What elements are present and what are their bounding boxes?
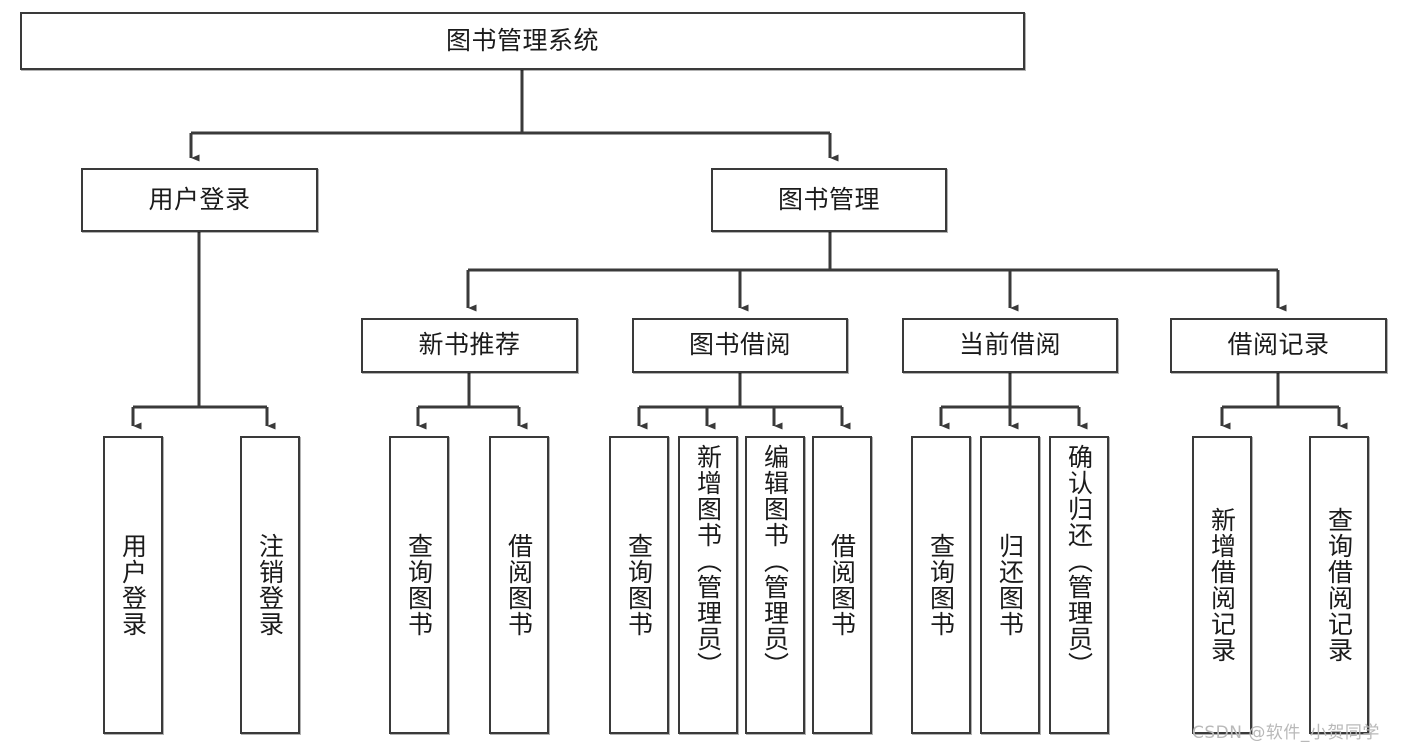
node-user-login[interactable]: 用户登录 (81, 168, 318, 232)
node-leaf-logout-label: 注销登录 (255, 533, 285, 637)
node-leaf-borrow-book-1-label: 借阅图书 (504, 533, 534, 637)
node-leaf-user-login-label: 用户登录 (118, 533, 148, 637)
node-leaf-user-login[interactable]: 用户登录 (103, 436, 163, 734)
node-leaf-query-record[interactable]: 查询借阅记录 (1309, 436, 1369, 734)
node-leaf-add-record[interactable]: 新增借阅记录 (1192, 436, 1252, 734)
node-leaf-borrow-book-2[interactable]: 借阅图书 (812, 436, 872, 734)
node-leaf-borrow-book-2-label: 借阅图书 (827, 533, 857, 637)
node-root-label: 图书管理系统 (445, 25, 599, 55)
node-current-borrow-label: 当前借阅 (958, 330, 1061, 360)
node-leaf-add-book-label: 新增图书（管理员） (693, 444, 723, 678)
node-leaf-query-book-3-label: 查询图书 (926, 533, 956, 637)
node-leaf-logout[interactable]: 注销登录 (240, 436, 300, 734)
node-root[interactable]: 图书管理系统 (20, 12, 1025, 70)
node-borrow-record[interactable]: 借阅记录 (1170, 318, 1387, 373)
node-leaf-edit-book[interactable]: 编辑图书（管理员） (745, 436, 805, 734)
node-leaf-add-book[interactable]: 新增图书（管理员） (678, 436, 738, 734)
node-book-borrow-label: 图书借阅 (688, 330, 791, 360)
node-leaf-borrow-book-1[interactable]: 借阅图书 (489, 436, 549, 734)
node-leaf-add-record-label: 新增借阅记录 (1207, 507, 1237, 663)
node-leaf-confirm-return-label: 确认归还（管理员） (1064, 444, 1094, 678)
node-current-borrow[interactable]: 当前借阅 (902, 318, 1118, 373)
node-leaf-query-book-2-label: 查询图书 (624, 533, 654, 637)
node-leaf-query-record-label: 查询借阅记录 (1324, 507, 1354, 663)
node-leaf-edit-book-label: 编辑图书（管理员） (760, 444, 790, 678)
node-leaf-query-book-3[interactable]: 查询图书 (911, 436, 971, 734)
node-book-manage-label: 图书管理 (777, 184, 880, 214)
node-leaf-query-book-2[interactable]: 查询图书 (609, 436, 669, 734)
node-leaf-query-book-1-label: 查询图书 (404, 533, 434, 637)
node-book-borrow[interactable]: 图书借阅 (632, 318, 848, 373)
watermark: CSDN @软件_小贺同学 (1192, 723, 1380, 743)
node-leaf-confirm-return[interactable]: 确认归还（管理员） (1049, 436, 1109, 734)
node-new-book-rec[interactable]: 新书推荐 (361, 318, 578, 373)
node-borrow-record-label: 借阅记录 (1227, 330, 1330, 360)
node-new-book-rec-label: 新书推荐 (418, 330, 521, 360)
node-book-manage[interactable]: 图书管理 (711, 168, 947, 232)
node-leaf-return-book[interactable]: 归还图书 (980, 436, 1040, 734)
node-leaf-query-book-1[interactable]: 查询图书 (389, 436, 449, 734)
node-user-login-label: 用户登录 (148, 184, 251, 214)
node-leaf-return-book-label: 归还图书 (995, 533, 1025, 637)
